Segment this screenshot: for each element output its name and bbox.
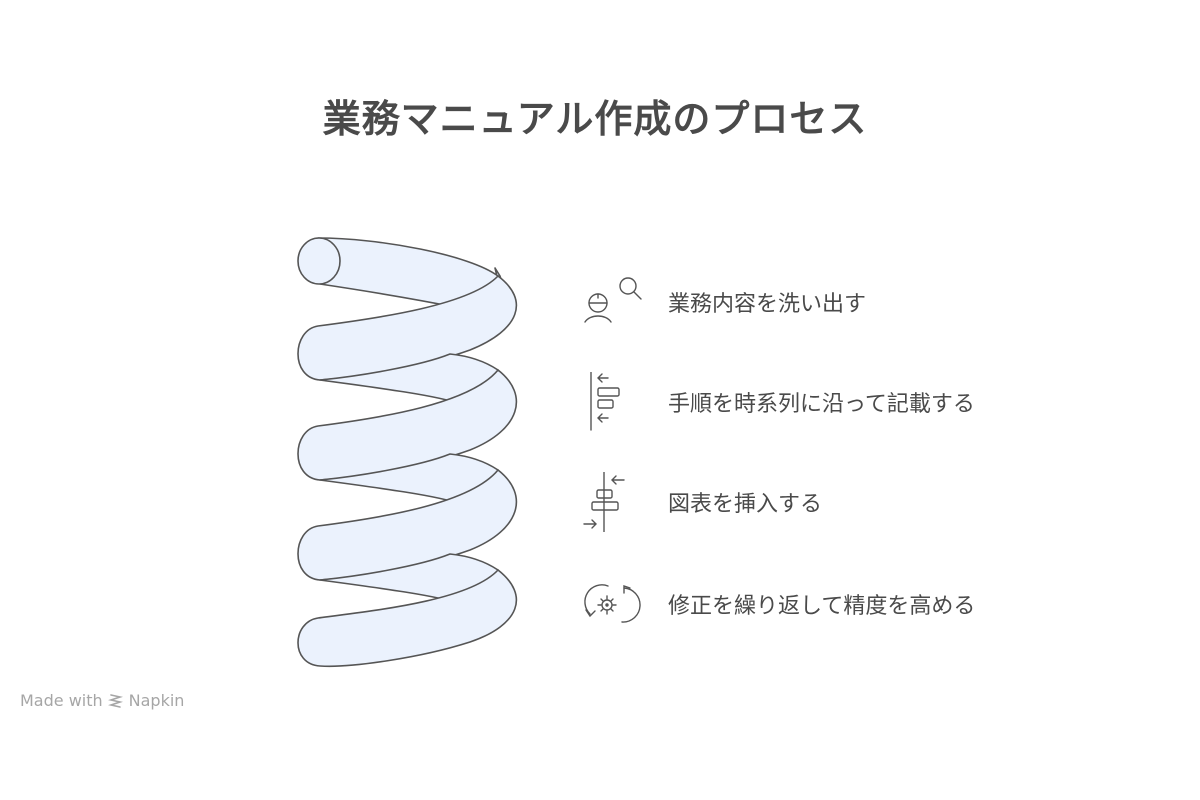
gear-cycle-icon	[584, 584, 641, 623]
step-label: 手順を時系列に沿って記載する	[668, 392, 975, 417]
napkin-brand-text: Napkin	[128, 691, 185, 710]
align-sequence-icon	[590, 372, 620, 431]
step-label: 業務内容を洗い出す	[668, 292, 867, 317]
step-label: 修正を繰り返して精度を高める	[668, 594, 976, 619]
center-align-insert-icon	[583, 472, 625, 532]
process-step: 修正を繰り返して精度を高める	[580, 574, 1080, 634]
process-step: 手順を時系列に沿って記載する	[580, 372, 1080, 432]
process-step: 業務内容を洗い出す	[580, 272, 1080, 332]
made-with-napkin-credit: Made with Napkin	[20, 691, 184, 710]
napkin-logo-icon	[107, 693, 123, 708]
step-label: 図表を挿入する	[668, 492, 823, 517]
worker-search-icon	[584, 277, 642, 323]
made-with-text: Made with	[20, 691, 103, 710]
page-title: 業務マニュアル作成のプロセス	[322, 97, 868, 141]
process-step: 図表を挿入する	[580, 472, 1080, 532]
